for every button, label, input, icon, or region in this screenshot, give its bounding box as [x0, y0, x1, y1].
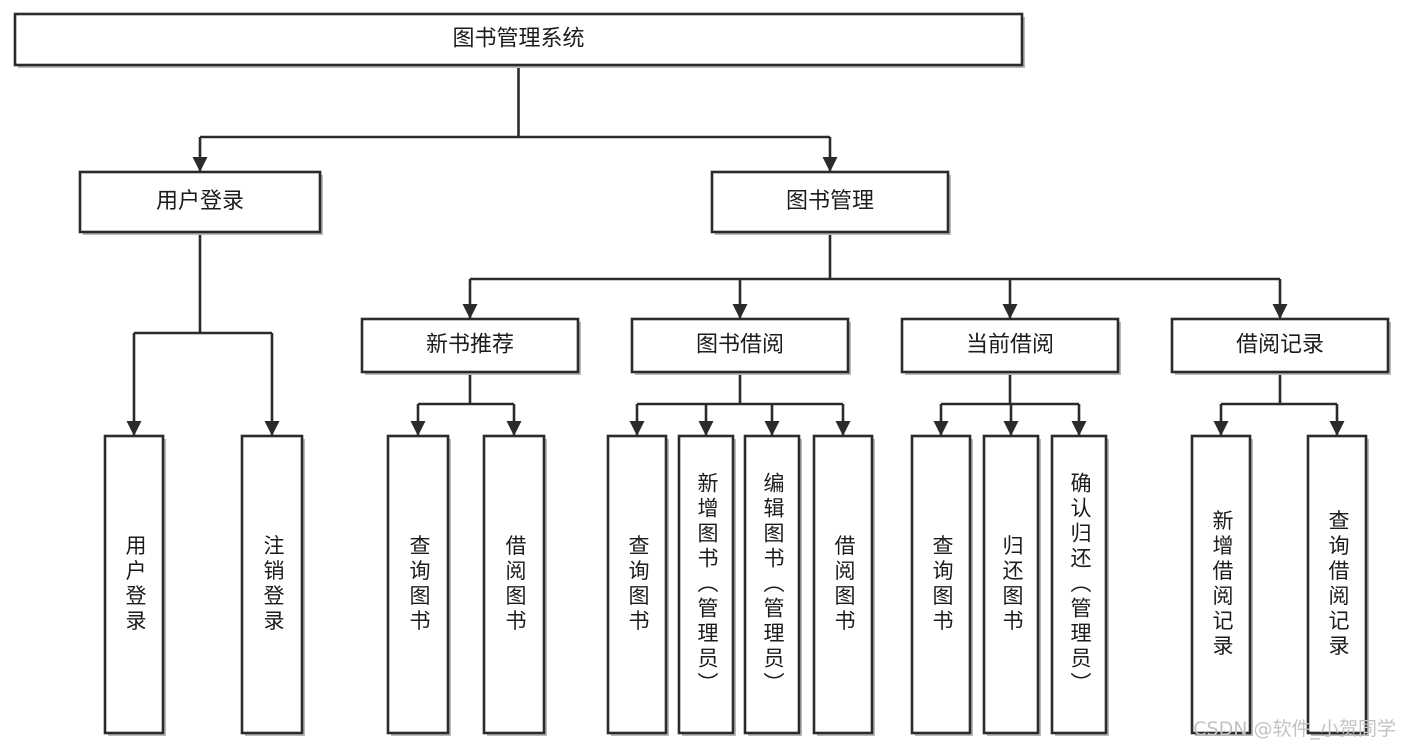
node-book-borrow[interactable]: 图书借阅 [630, 317, 851, 375]
node-rect [1170, 317, 1390, 374]
node-label: 新增借阅记录 [1210, 510, 1234, 660]
node-rect [1050, 434, 1108, 735]
node-rect [78, 170, 322, 234]
edge-newbookrec-to-leaves [410, 372, 522, 436]
arrow-head [1213, 421, 1229, 436]
node-label: 图书管理系统 [452, 27, 584, 52]
arrow-head [835, 421, 851, 436]
node-leaf-borrow-book-brw[interactable]: 借阅图书 [812, 434, 875, 736]
node-label: 借阅图书 [503, 535, 527, 635]
node-label: 借阅图书 [832, 535, 856, 635]
node-rect [812, 434, 874, 735]
node-rect [360, 317, 580, 374]
arrow-head [1071, 421, 1087, 436]
node-rect [606, 434, 668, 735]
node-label: 查询借阅记录 [1326, 510, 1350, 660]
arrow-head [1002, 304, 1018, 319]
connector-layer [126, 65, 1345, 436]
node-leaf-query-book-cur[interactable]: 查询图书 [910, 434, 973, 736]
node-user-login[interactable]: 用户登录 [78, 170, 323, 235]
node-label: 图书借阅 [696, 333, 784, 358]
node-new-book-rec[interactable]: 新书推荐 [360, 317, 581, 375]
arrow-head [462, 304, 478, 319]
node-leaf-add-borrow-rec[interactable]: 新增借阅记录 [1190, 434, 1253, 736]
node-rect [1306, 434, 1368, 735]
node-rect [982, 434, 1040, 735]
node-label: 查询图书 [407, 535, 431, 635]
edge-currentborrow-to-leaves [933, 372, 1087, 436]
node-label: 查询图书 [930, 535, 954, 635]
arrow-head [764, 421, 780, 436]
node-label: 用户登录 [123, 535, 147, 635]
node-label: 查询图书 [626, 535, 650, 635]
node-layer: 图书管理系统用户登录图书管理新书推荐图书借阅当前借阅借阅记录用户登录注销登录查询… [13, 12, 1391, 736]
node-borrow-record[interactable]: 借阅记录 [1170, 317, 1391, 375]
node-rect [482, 434, 546, 735]
arrow-head [629, 421, 645, 436]
node-leaf-user-logout[interactable]: 注销登录 [240, 434, 305, 736]
node-label: 图书管理 [786, 189, 874, 214]
node-rect [240, 434, 304, 735]
node-rect [677, 434, 735, 735]
node-rect [1190, 434, 1252, 735]
edge-bookborrow-to-leaves [629, 372, 851, 436]
node-leaf-add-book[interactable]: 新增图书（管理员） [677, 434, 736, 736]
node-rect [910, 434, 972, 735]
arrow-head [1329, 421, 1345, 436]
csdn-watermark: CSDN @软件_小贺同学 [1193, 718, 1396, 740]
node-leaf-return-book[interactable]: 归还图书 [982, 434, 1041, 736]
edge-borrowrecord-to-leaves [1213, 372, 1345, 436]
node-label: 新书推荐 [426, 333, 514, 358]
edge-userlogin-to-leaves [126, 232, 280, 436]
node-leaf-edit-book[interactable]: 编辑图书（管理员） [743, 434, 802, 736]
arrow-head [192, 157, 208, 172]
node-label: 确认归还（管理员） [1068, 472, 1092, 697]
node-leaf-confirm-return[interactable]: 确认归还（管理员） [1050, 434, 1109, 736]
arrow-head [126, 421, 142, 436]
node-root[interactable]: 图书管理系统 [13, 12, 1025, 68]
node-label: 归还图书 [1000, 535, 1024, 635]
arrow-head [822, 157, 838, 172]
edge-root-to-level2 [192, 65, 838, 172]
node-leaf-borrow-book-rec[interactable]: 借阅图书 [482, 434, 547, 736]
arrow-head [1272, 304, 1288, 319]
node-leaf-query-borrow-rec[interactable]: 查询借阅记录 [1306, 434, 1369, 736]
node-rect [630, 317, 850, 374]
arrow-head [1003, 421, 1019, 436]
node-leaf-query-book-rec[interactable]: 查询图书 [386, 434, 451, 736]
arrow-head [933, 421, 949, 436]
node-rect [743, 434, 801, 735]
node-label: 编辑图书（管理员） [761, 472, 785, 697]
node-leaf-query-book-brw[interactable]: 查询图书 [606, 434, 669, 736]
node-label: 借阅记录 [1236, 333, 1324, 358]
node-label: 用户登录 [156, 189, 244, 214]
node-book-manage[interactable]: 图书管理 [710, 170, 951, 235]
node-rect [710, 170, 950, 234]
node-current-borrow[interactable]: 当前借阅 [900, 317, 1121, 375]
node-label: 新增图书（管理员） [695, 472, 719, 697]
node-rect [13, 12, 1024, 67]
node-label: 当前借阅 [966, 333, 1054, 358]
arrow-head [732, 304, 748, 319]
arrow-head [410, 421, 426, 436]
arrow-head [506, 421, 522, 436]
node-leaf-user-login[interactable]: 用户登录 [103, 434, 166, 736]
node-label: 注销登录 [261, 535, 285, 635]
edge-bookmanage-to-level3 [462, 232, 1288, 319]
node-rect [900, 317, 1120, 374]
node-rect [103, 434, 165, 735]
arrow-head [698, 421, 714, 436]
node-rect [386, 434, 450, 735]
arrow-head [264, 421, 280, 436]
